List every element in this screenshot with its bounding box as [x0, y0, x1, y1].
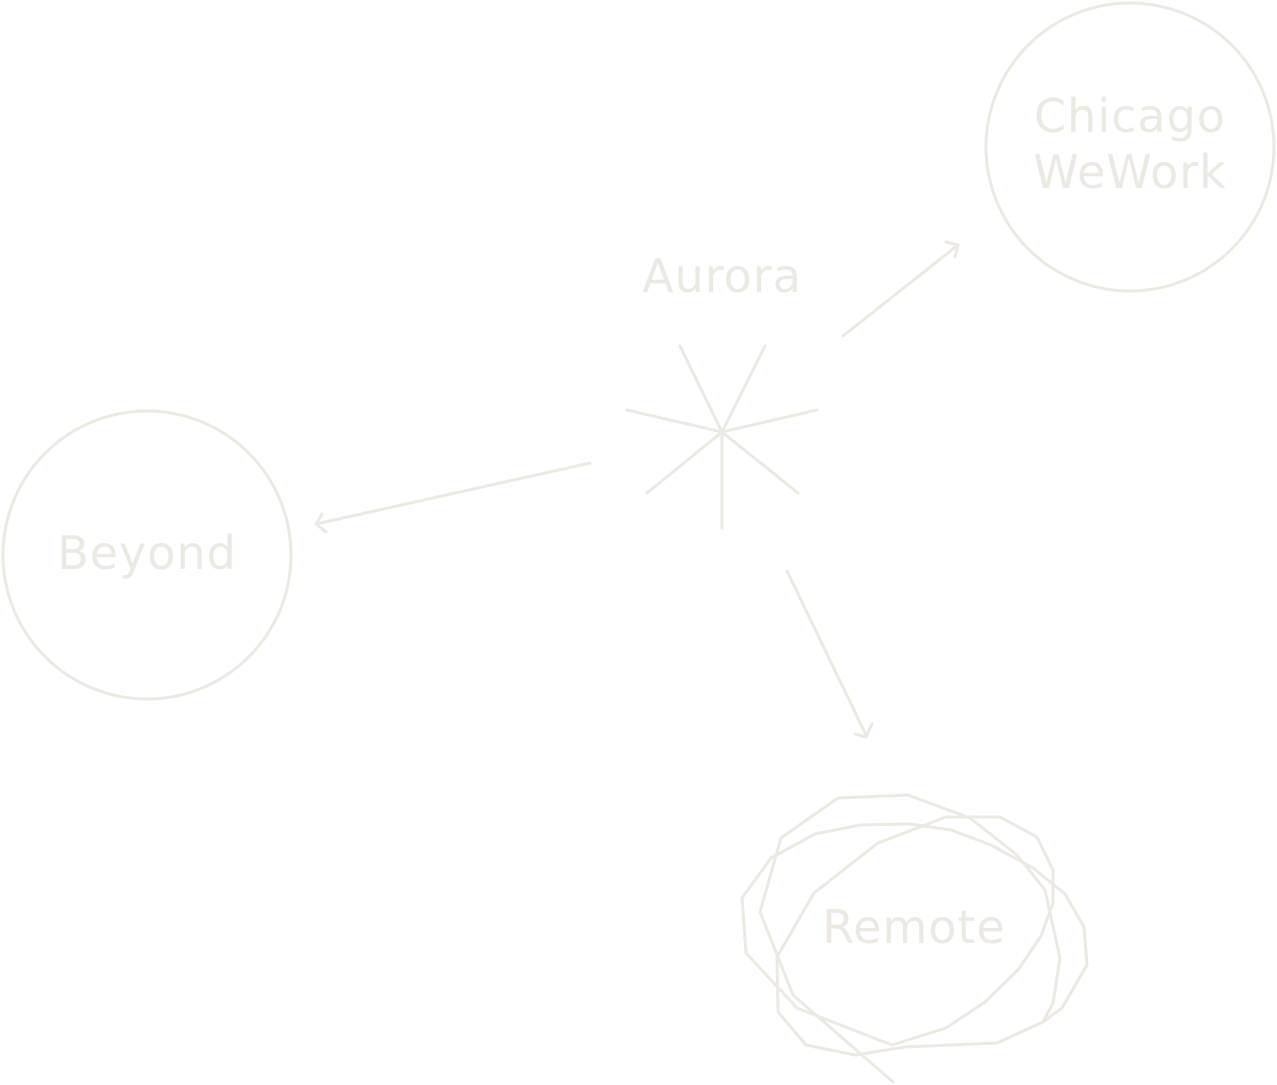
edge-aurora-to-beyond	[314, 461, 592, 534]
edge-aurora-to-remote	[785, 569, 874, 739]
node-remote: Remote	[740, 793, 1089, 1084]
node-label: Beyond	[57, 526, 237, 580]
scribble-outline	[758, 793, 1062, 1084]
center-label: Aurora	[642, 249, 802, 303]
scribble-outline	[740, 815, 1089, 1057]
node-chicago-wework: Chicago WeWork	[984, 1, 1276, 293]
node-circle	[984, 1, 1276, 293]
edge-aurora-to-chicago	[841, 240, 960, 338]
asterisk-icon	[625, 344, 819, 530]
node-label-line-1: Chicago	[1034, 89, 1226, 143]
node-label: Remote	[822, 900, 1006, 954]
node-label-line-2: WeWork	[1033, 145, 1227, 199]
node-beyond: Beyond	[1, 409, 293, 701]
node-circle	[1, 409, 293, 701]
